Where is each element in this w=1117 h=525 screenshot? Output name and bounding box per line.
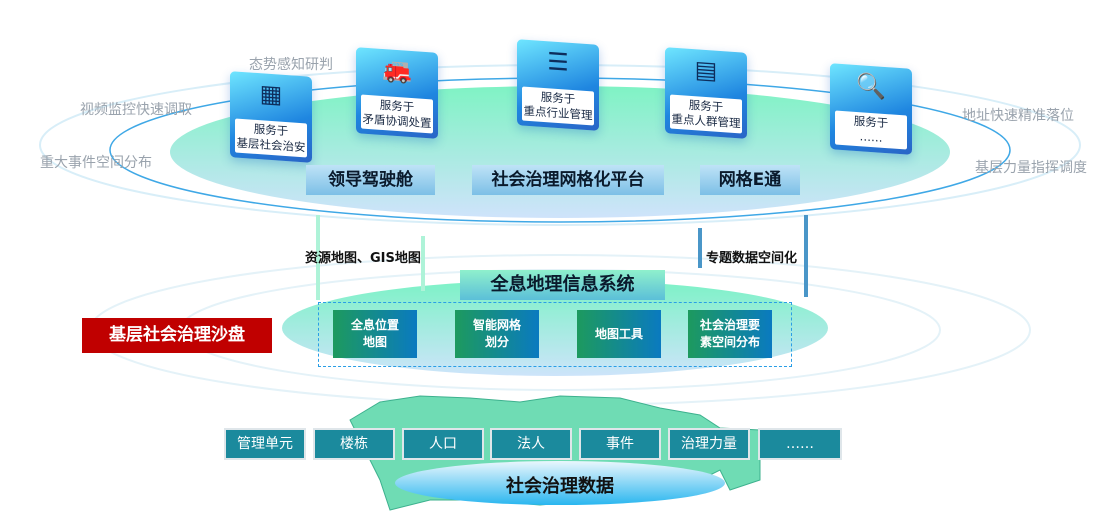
data-item: ……: [758, 428, 842, 460]
card-more: 🔍服务于……: [830, 63, 912, 155]
up-arrow: [421, 236, 425, 291]
data-item: 治理力量: [668, 428, 750, 460]
gis-title: 全息地理信息系统: [460, 270, 665, 300]
label-grassroots-force: 基层力量指挥调度: [975, 160, 1087, 176]
data-item: 事件: [579, 428, 661, 460]
module-line: 地图工具: [594, 326, 643, 341]
module-line: 地图: [362, 335, 387, 349]
platform-egrid: 网格E通: [700, 165, 800, 195]
sandbox-label: 基层社会治理沙盘: [82, 318, 272, 353]
module-line: 素空间分布: [699, 335, 760, 349]
module-map-tools: 地图工具: [577, 310, 661, 358]
module-line: 划分: [484, 335, 509, 349]
card-public-security: ▦服务于基层社会治安: [230, 71, 312, 163]
layers-icon: ☰: [547, 47, 569, 77]
gis-module-box: [318, 302, 792, 367]
down-arrow-label: 专题数据空间化: [706, 251, 798, 266]
module-element-distribution: 社会治理要素空间分布: [688, 310, 772, 358]
truck-icon: 🚒: [382, 54, 412, 86]
module-line: 智能网格: [472, 318, 521, 332]
module-grid-division: 智能网格划分: [455, 310, 539, 358]
data-title: 社会治理数据: [506, 476, 614, 497]
down-arrow: [698, 228, 702, 268]
grid-icon: ▦: [259, 79, 283, 109]
up-arrow: [316, 215, 320, 300]
module-location-map: 全息位置地图: [333, 310, 417, 358]
platform-cockpit: 领导驾驶舱: [306, 165, 435, 195]
dashboard-icon: ▤: [694, 55, 718, 85]
card-population: ▤服务于重点人群管理: [665, 47, 747, 139]
label-major-event: 重大事件空间分布: [40, 155, 152, 171]
data-item: 法人: [490, 428, 572, 460]
module-line: 全息位置: [350, 318, 399, 332]
up-arrow-label: 资源地图、GIS地图: [305, 251, 421, 266]
label-situation: 态势感知研判: [249, 57, 333, 73]
data-item: 人口: [402, 428, 484, 460]
platform-grid: 社会治理网格化平台: [472, 165, 664, 195]
data-item: 楼栋: [313, 428, 395, 460]
card-industry: ☰服务于重点行业管理: [517, 39, 599, 131]
module-line: 社会治理要: [699, 318, 760, 332]
label-video: 视频监控快速调取: [80, 102, 192, 118]
search-globe-icon: 🔍: [856, 70, 886, 102]
data-item: 管理单元: [224, 428, 306, 460]
label-address: 地址快速精准落位: [962, 108, 1074, 124]
down-arrow: [804, 215, 808, 297]
card-conflict: 🚒服务于矛盾协调处置: [356, 47, 438, 139]
